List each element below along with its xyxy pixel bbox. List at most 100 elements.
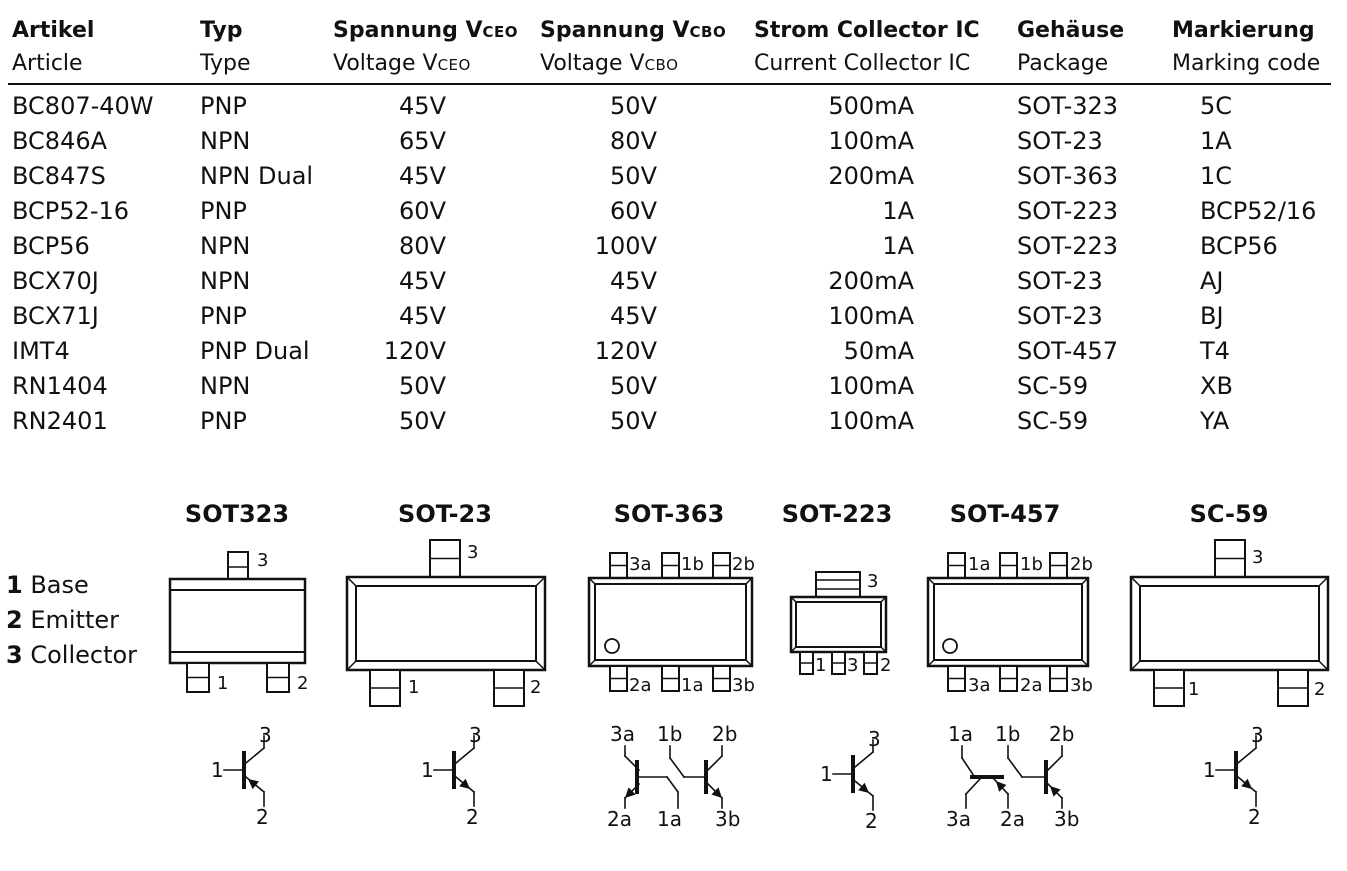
symbol-label-base: 1	[211, 758, 224, 782]
pin-label-3: 3	[867, 571, 878, 592]
body-bevel	[789, 595, 798, 604]
header-divider	[8, 83, 1331, 85]
cell-marking: BCP52/16	[1200, 197, 1317, 225]
cell-type: NPN	[200, 372, 251, 400]
symbol-label-2b: 2b	[712, 722, 737, 746]
cell-type: NPN Dual	[200, 162, 314, 190]
pin-label-3: 3	[257, 550, 268, 571]
symbol-label-1b: 1b	[657, 722, 682, 746]
cell-type: PNP	[200, 407, 247, 435]
symbol-label-collector: 3	[1251, 723, 1264, 747]
pin-1a: 1a	[661, 665, 703, 696]
symbol-label-1a: 1a	[948, 722, 973, 746]
symbol-label-emitter: 2	[1248, 805, 1261, 829]
pin-legend: 1 Base 2 Emitter 3 Collector	[6, 568, 137, 673]
collector-lead	[964, 777, 982, 796]
header-ic-de: Strom Collector IC	[754, 18, 980, 43]
pin-label-2: 2	[530, 677, 541, 698]
arrow-icon	[459, 778, 470, 789]
cell-vceo: 45V	[399, 302, 446, 330]
collector-lead	[623, 754, 641, 772]
cell-marking: BJ	[1200, 302, 1224, 330]
pin-3a: 3a	[947, 665, 990, 696]
pin-label-3b: 3b	[732, 675, 755, 696]
cell-ic: 1A	[882, 232, 914, 260]
legend-item-base: 1 Base	[6, 571, 89, 599]
collector-lead	[454, 746, 476, 765]
body-inner	[355, 585, 537, 662]
header-vcbo-de: Spannung VCBO	[540, 18, 727, 43]
pin-label-1b: 1b	[1020, 554, 1043, 575]
base-lead	[1006, 756, 1024, 779]
package-title-sot223: SOT-223	[781, 500, 893, 528]
cell-article: BC847S	[12, 162, 106, 190]
cell-article: BCP56	[12, 232, 90, 260]
body-bevel	[587, 658, 597, 668]
cell-vcbo: 120V	[594, 337, 657, 365]
package-title-sot323: SOT323	[184, 500, 290, 528]
cell-ic: 100mA	[828, 372, 914, 400]
pin-label-1: 1	[217, 673, 228, 694]
cell-vcbo: 100V	[594, 232, 657, 260]
cell-vceo: 50V	[399, 407, 446, 435]
pin-label-1a: 1a	[681, 675, 703, 696]
cell-marking: 1A	[1200, 127, 1232, 155]
symbol-label-3a: 3a	[946, 807, 971, 831]
base-lead	[665, 775, 680, 794]
header-vceo-de: Spannung VCEO	[333, 18, 519, 43]
cell-type: NPN	[200, 232, 251, 260]
pin-3: 3	[831, 651, 858, 676]
header-vceo-en: Voltage VCEO	[333, 51, 471, 76]
cell-package: SOT-23	[1017, 302, 1103, 330]
symbol-label-base: 1	[421, 758, 434, 782]
cell-article: BC846A	[12, 127, 108, 155]
base-lead	[960, 756, 976, 778]
body-bevel	[587, 576, 597, 586]
cell-type: PNP	[200, 302, 247, 330]
body-bevel	[345, 659, 358, 672]
arrow-icon	[625, 787, 636, 798]
pin-2: 2	[1277, 669, 1325, 707]
arrow-icon	[858, 782, 869, 793]
body-inner	[594, 583, 747, 661]
pin-label-3: 3	[1252, 547, 1263, 568]
pin-label-2b: 2b	[1070, 554, 1093, 575]
header-type-de: Typ	[200, 18, 243, 43]
transistor-symbol-sot323: 312	[211, 723, 272, 829]
body-bevel	[1317, 575, 1330, 588]
pin-label-3: 3	[467, 542, 478, 563]
collector-lead	[244, 746, 266, 765]
body-bevel	[534, 575, 547, 588]
cell-vceo: 45V	[399, 267, 446, 295]
symbol-label-collector: 3	[259, 723, 272, 747]
cell-vcbo: 45V	[610, 302, 657, 330]
pin-label-1: 1	[408, 677, 419, 698]
header-marking-de: Markierung	[1172, 18, 1315, 43]
collector-lead	[1046, 754, 1064, 772]
pin-2b: 2b	[712, 552, 755, 579]
body-bevel	[879, 645, 888, 654]
header-article-de: Artikel	[12, 18, 95, 43]
pin-label-1b: 1b	[681, 554, 704, 575]
body-bevel	[1129, 575, 1142, 588]
pin-2a: 2a	[999, 665, 1042, 696]
pin-label-2: 2	[297, 673, 308, 694]
pin-2: 2	[493, 669, 541, 707]
body-bevel	[744, 658, 754, 668]
arrow-icon	[711, 787, 722, 798]
cell-marking: XB	[1200, 372, 1233, 400]
body-bevel	[345, 575, 358, 588]
cell-marking: T4	[1200, 337, 1230, 365]
symbol-label-2b: 2b	[1049, 722, 1074, 746]
pin-2b: 2b	[1049, 552, 1093, 579]
transistor-symbol-sot23: 312	[421, 723, 482, 829]
legend-item-collector: 3 Collector	[6, 641, 138, 669]
cell-article: BCX70J	[12, 267, 99, 295]
cell-vcbo: 50V	[610, 92, 657, 120]
pin-3: 3	[429, 539, 478, 578]
package-title-sot457: SOT-457	[949, 500, 1061, 528]
